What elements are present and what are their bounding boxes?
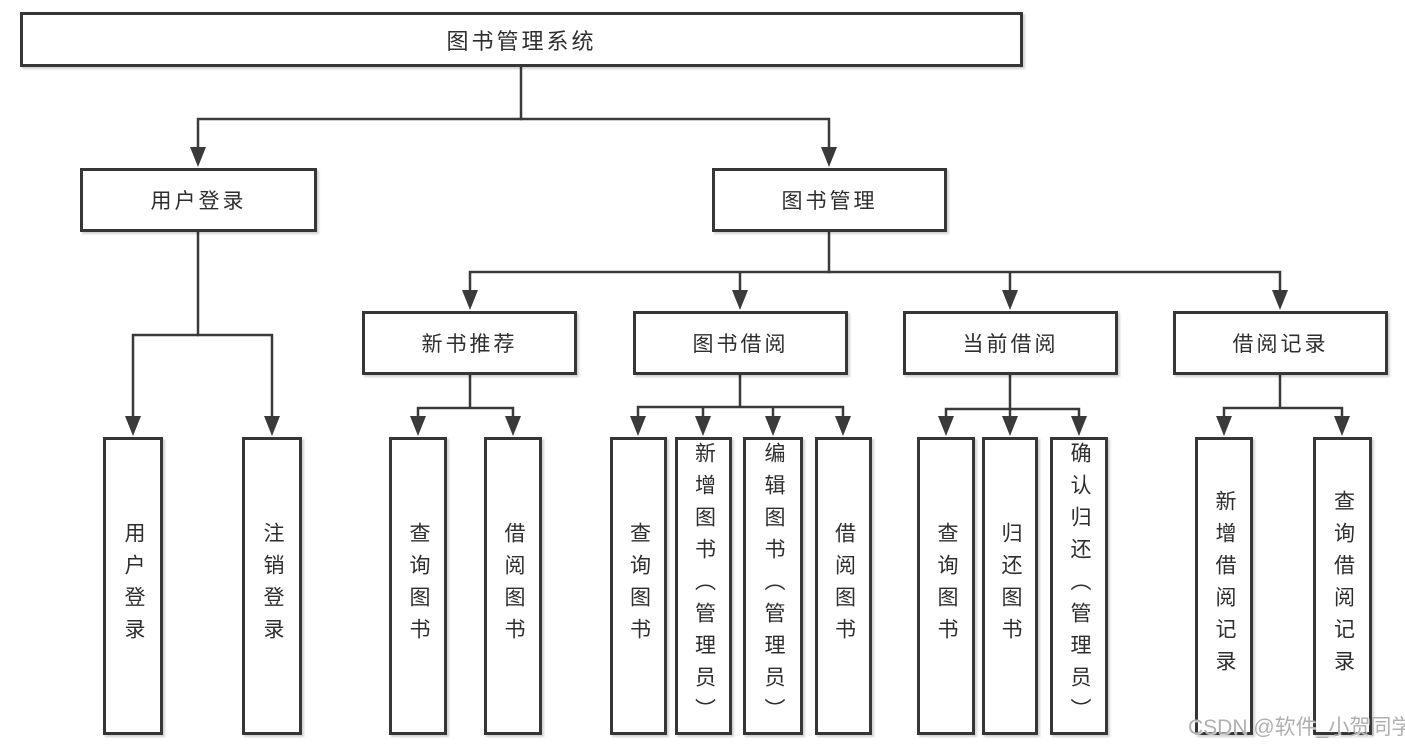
leaf-query-books-borrowing-label: 查询图书 — [627, 522, 651, 650]
node-current-borrowing-label: 当前借阅 — [962, 333, 1059, 356]
leaf-logout-label: 注销登录 — [261, 522, 285, 650]
node-book-management-label: 图书管理 — [781, 190, 878, 213]
leaf-add-book-admin-label: 新增图书（管理员） — [692, 442, 716, 730]
leaf-query-books-current: 查询图书 — [917, 437, 975, 735]
node-new-book-recommend-label: 新书推荐 — [421, 333, 518, 356]
node-root-library-system: 图书管理系统 — [20, 12, 1023, 67]
connector-current-split — [944, 373, 1081, 419]
connector-mgmt-split — [468, 270, 1282, 293]
leaf-confirm-return-admin-label: 确认归还（管理员） — [1068, 442, 1092, 730]
node-new-book-recommend: 新书推荐 — [362, 311, 577, 375]
leaf-edit-book-admin-label: 编辑图书（管理员） — [762, 442, 786, 730]
connector-borrow-split — [636, 373, 845, 419]
connector-login-split — [131, 333, 274, 419]
leaf-user-login: 用户登录 — [103, 437, 163, 735]
leaf-return-book-label: 归还图书 — [999, 522, 1023, 650]
leaf-query-books-recommend: 查询图书 — [389, 437, 447, 735]
node-book-management: 图书管理 — [712, 168, 947, 232]
node-borrow-records: 借阅记录 — [1173, 311, 1388, 375]
leaf-query-borrow-record: 查询借阅记录 — [1313, 437, 1372, 735]
node-borrow-records-label: 借阅记录 — [1232, 333, 1329, 356]
node-root-label: 图书管理系统 — [446, 28, 597, 54]
node-current-borrowing: 当前借阅 — [903, 311, 1118, 375]
leaf-query-books-borrowing: 查询图书 — [610, 437, 667, 735]
leaf-edit-book-admin: 编辑图书（管理员） — [743, 437, 803, 735]
node-user-login-label: 用户登录 — [150, 190, 247, 213]
leaf-user-login-label: 用户登录 — [122, 522, 146, 650]
node-book-borrowing-label: 图书借阅 — [692, 333, 789, 356]
arrowheads — [125, 147, 1350, 436]
leaf-borrow-books: 借阅图书 — [815, 437, 872, 735]
leaf-borrow-books-recommend: 借阅图书 — [484, 437, 542, 735]
leaf-borrow-books-label: 借阅图书 — [832, 522, 856, 650]
node-user-login: 用户登录 — [80, 168, 317, 232]
leaf-add-book-admin: 新增图书（管理员） — [675, 437, 732, 735]
connector-root-split — [196, 117, 831, 150]
leaf-logout: 注销登录 — [242, 437, 302, 735]
leaf-query-books-recommend-label: 查询图书 — [407, 522, 431, 650]
leaf-borrow-books-recommend-label: 借阅图书 — [502, 522, 526, 650]
leaf-add-borrow-record-label: 新增借阅记录 — [1213, 490, 1237, 682]
leaf-add-borrow-record: 新增借阅记录 — [1195, 437, 1253, 735]
leaf-confirm-return-admin: 确认归还（管理员） — [1050, 437, 1108, 735]
leaf-query-borrow-record-label: 查询借阅记录 — [1331, 490, 1355, 682]
node-book-borrowing: 图书借阅 — [633, 311, 848, 375]
connector-records-split — [1222, 373, 1344, 419]
connector-recommend-split — [416, 373, 515, 419]
leaf-return-book: 归还图书 — [982, 437, 1038, 735]
leaf-query-books-current-label: 查询图书 — [935, 522, 959, 650]
